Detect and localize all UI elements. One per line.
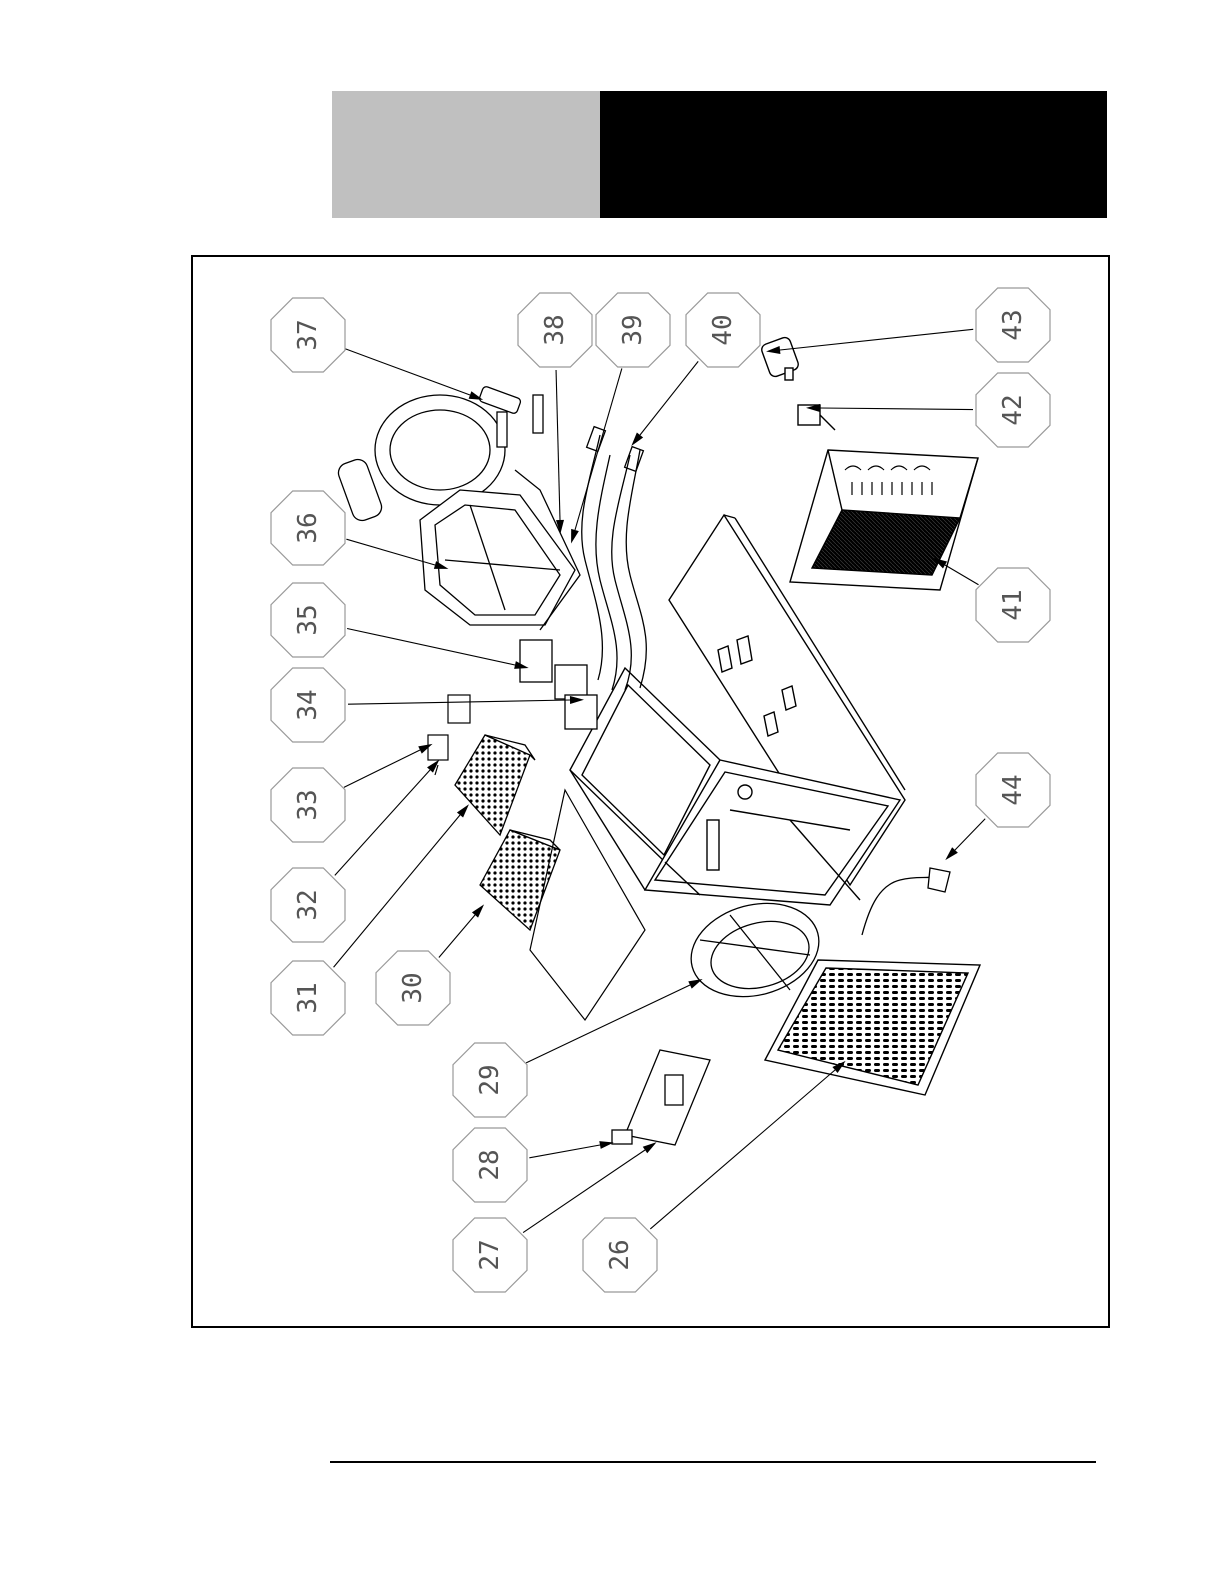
leader-arrow — [472, 904, 484, 917]
tubing-drawing — [582, 427, 647, 690]
callout-28: 28 — [453, 1128, 614, 1202]
callout-43: 43 — [766, 288, 1050, 362]
power-supply-drawing — [455, 735, 560, 930]
leader-line — [346, 349, 470, 395]
leader-line — [640, 361, 698, 435]
callout-number: 34 — [293, 689, 323, 720]
callout-number: 36 — [293, 512, 323, 543]
callout-number: 32 — [293, 889, 323, 920]
callout-41: 41 — [933, 558, 1050, 642]
callout-26: 26 — [583, 1061, 846, 1292]
callout-number: 40 — [708, 314, 738, 345]
leader-line — [780, 329, 973, 350]
leader-line — [955, 819, 985, 850]
callout-number: 43 — [998, 309, 1028, 340]
callout-38: 38 — [518, 293, 592, 534]
cord-drawing — [862, 868, 950, 935]
leader-line — [529, 1145, 600, 1158]
callout-44: 44 — [945, 753, 1050, 860]
leader-arrow — [457, 804, 469, 817]
callout-30: 30 — [376, 904, 484, 1025]
callout-33: 33 — [271, 744, 433, 842]
leader-line — [820, 408, 973, 410]
callout-number: 27 — [475, 1239, 505, 1270]
leader-line — [575, 368, 622, 530]
callout-number: 42 — [998, 394, 1028, 425]
callout-37: 37 — [271, 298, 483, 400]
control-panel-drawing — [612, 1050, 710, 1145]
callout-number: 31 — [293, 982, 323, 1013]
callout-number: 41 — [998, 589, 1028, 620]
callout-42: 42 — [806, 373, 1050, 447]
grille-drawing — [765, 960, 980, 1095]
callout-number: 29 — [475, 1064, 505, 1095]
leader-line — [347, 628, 515, 665]
callout-number: 26 — [605, 1239, 635, 1270]
leader-arrow — [571, 529, 579, 544]
leader-arrow — [631, 433, 643, 446]
leader-line — [439, 915, 475, 958]
callout-number: 44 — [998, 774, 1028, 805]
leader-line — [556, 370, 560, 520]
callout-number: 38 — [540, 314, 570, 345]
coil-drawing — [790, 450, 978, 590]
leader-line — [344, 750, 420, 787]
leader-line — [945, 565, 979, 585]
callout-number: 28 — [475, 1149, 505, 1180]
callout-number: 37 — [293, 319, 323, 350]
leader-line — [335, 770, 430, 875]
leader-line — [334, 815, 460, 967]
callout-number: 30 — [398, 972, 428, 1003]
leader-arrow — [643, 1142, 657, 1153]
callout-number: 35 — [293, 604, 323, 635]
callout-number: 33 — [293, 789, 323, 820]
relay-drawing — [520, 640, 597, 729]
callout-number: 39 — [618, 314, 648, 345]
leader-arrow — [688, 979, 702, 989]
